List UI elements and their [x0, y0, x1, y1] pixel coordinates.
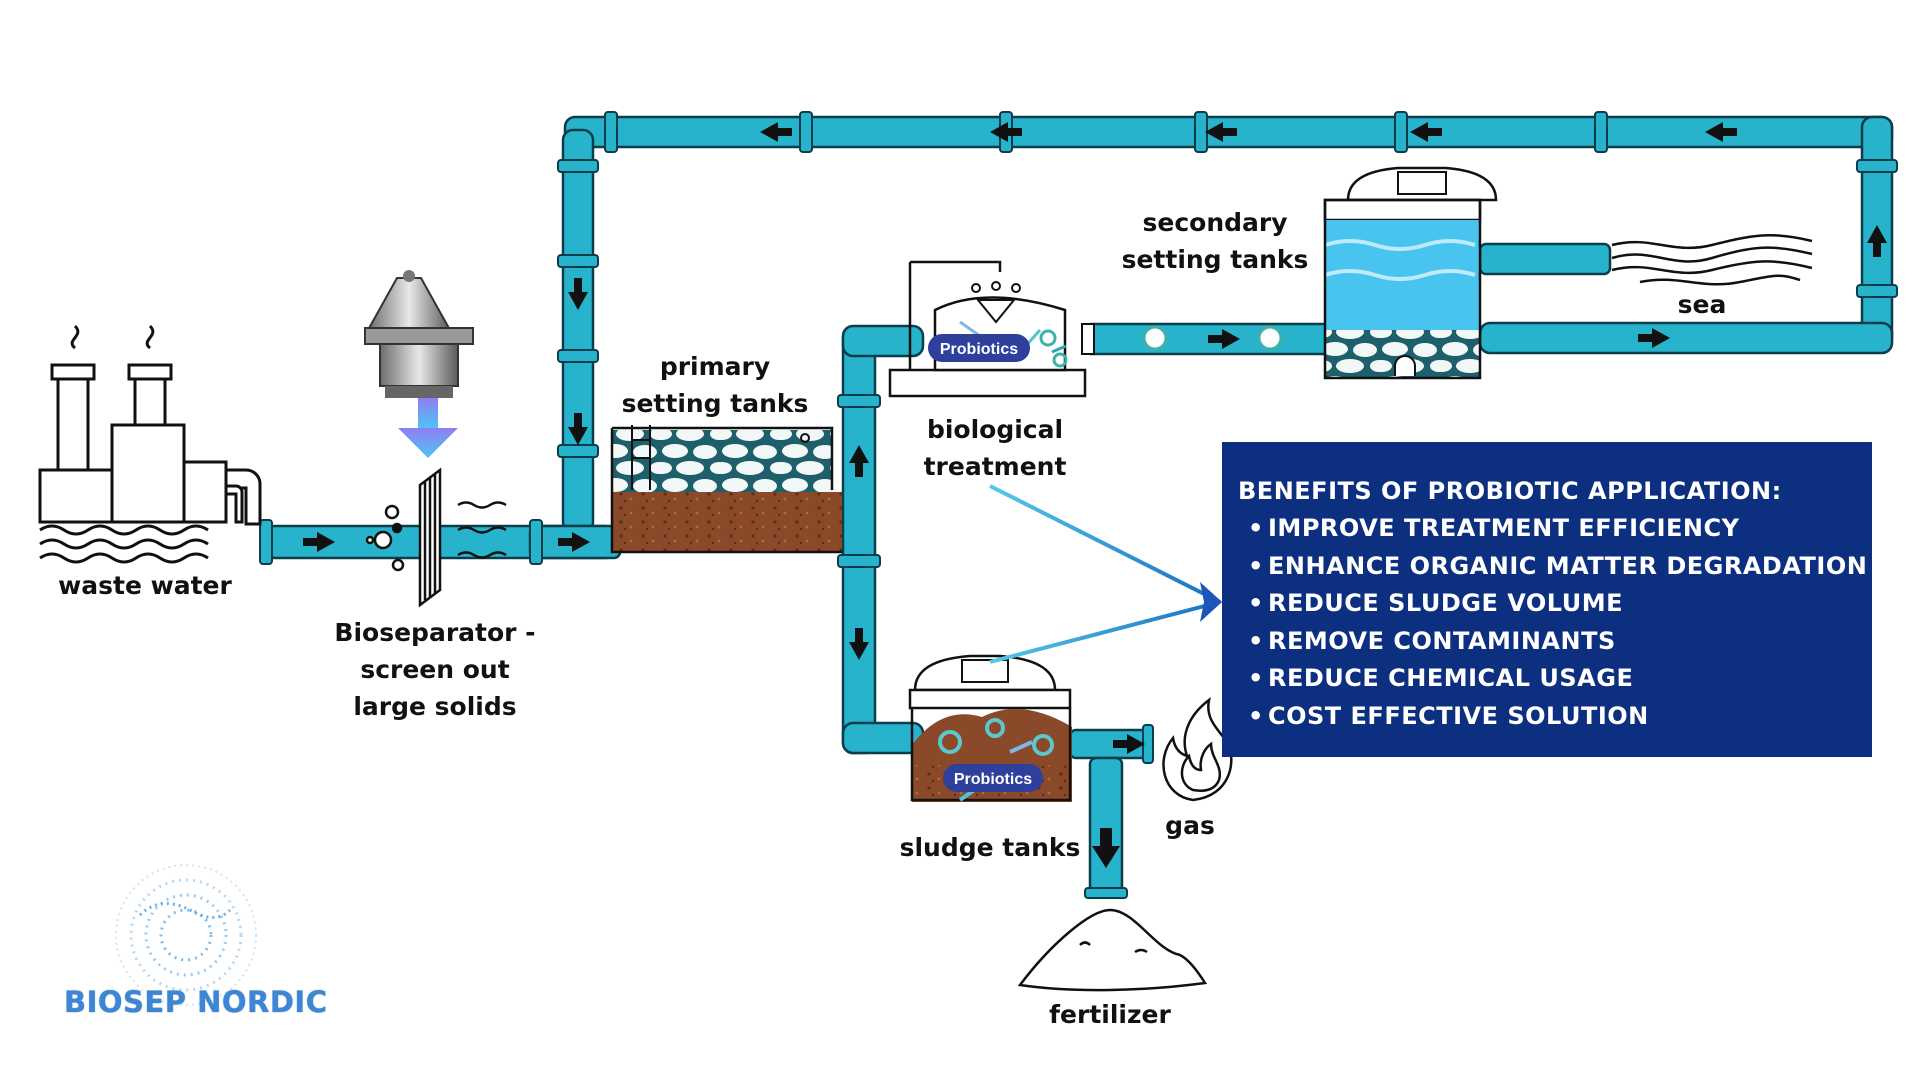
label-bioseparator-line-2: screen out: [360, 655, 510, 684]
label-secondary-line-1: secondary: [1142, 208, 1288, 237]
flow-arrow-icon: [303, 122, 1887, 868]
sea-waves-icon: [1611, 234, 1813, 286]
benefit-item: REDUCE CHEMICAL USAGE: [1238, 660, 1872, 698]
pipe-mid-vertical: [841, 326, 877, 755]
primary-settling-tank: [610, 425, 842, 554]
benefit-item: COST EFFECTIVE SOLUTION: [1238, 698, 1872, 736]
pipe-left-down: [561, 128, 595, 534]
probiotics-badge-sludge-text: Probiotics: [954, 771, 1032, 788]
label-primary-line-1: primary: [659, 352, 771, 381]
benefits-panel: BENEFITS OF PROBIOTIC APPLICATION: IMPRO…: [1222, 442, 1872, 757]
biosep-nordic-logo: BIOSEP NORDIC: [64, 985, 328, 1019]
fertilizer-pile-icon: [1017, 908, 1208, 992]
label-biological-line-1: biological: [926, 415, 1064, 444]
benefit-item: ENHANCE ORGANIC MATTER DEGRADATION: [1238, 548, 1872, 586]
biological-treatment-tank: [888, 260, 1095, 398]
biosep-logo-globe-icon: [115, 864, 257, 1006]
probiotics-badge-bio: [928, 334, 1030, 362]
label-waste-water: waste water: [58, 571, 232, 600]
factory-icon: [38, 324, 262, 564]
label-biological-line-2: treatment: [923, 452, 1067, 481]
probiotics-badge-sludge: [943, 764, 1043, 792]
pipe-to-sea: [1478, 242, 1612, 276]
pipe-secondary-out: [1478, 321, 1894, 355]
label-sea: sea: [1677, 290, 1727, 319]
benefits-list: IMPROVE TREATMENT EFFICIENCY ENHANCE ORG…: [1238, 510, 1872, 736]
label-bioseparator-line-1: Bioseparator -: [334, 618, 536, 647]
label-primary-line-2: setting tanks: [621, 389, 809, 418]
label-bioseparator-line-3: large solids: [353, 692, 517, 721]
benefit-item: REMOVE CONTAMINANTS: [1238, 623, 1872, 661]
pipe-network: [263, 115, 1894, 895]
benefit-item: IMPROVE TREATMENT EFFICIENCY: [1238, 510, 1872, 548]
benefit-item: REDUCE SLUDGE VOLUME: [1238, 585, 1872, 623]
pipe-to-bio: [841, 324, 925, 358]
bioseparator-machine-icon: [364, 270, 474, 458]
label-secondary-line-2: setting tanks: [1121, 245, 1309, 274]
label-primary-tanks: primary setting tanks: [600, 348, 830, 422]
label-secondary-tanks: secondary setting tanks: [1100, 204, 1330, 278]
screen-filter-icon: [365, 467, 507, 608]
pipe-fertilizer-down: [1088, 756, 1124, 895]
benefits-title: BENEFITS OF PROBIOTIC APPLICATION:: [1238, 477, 1782, 505]
label-gas: gas: [1165, 811, 1215, 840]
label-sludge-tanks: sludge tanks: [899, 833, 1081, 862]
pipe-bio-secondary: [1083, 322, 1332, 356]
label-bioseparator: Bioseparator - screen out large solids: [325, 614, 545, 725]
connector-lines: [989, 484, 1222, 664]
probiotics-badge-bio-text: Probiotics: [940, 341, 1018, 358]
bacteria-icon: [1142, 325, 1283, 351]
label-biological-treatment: biological treatment: [880, 411, 1110, 485]
secondary-settling-tank: [1323, 166, 1498, 380]
label-fertilizer: fertilizer: [1049, 1000, 1171, 1029]
